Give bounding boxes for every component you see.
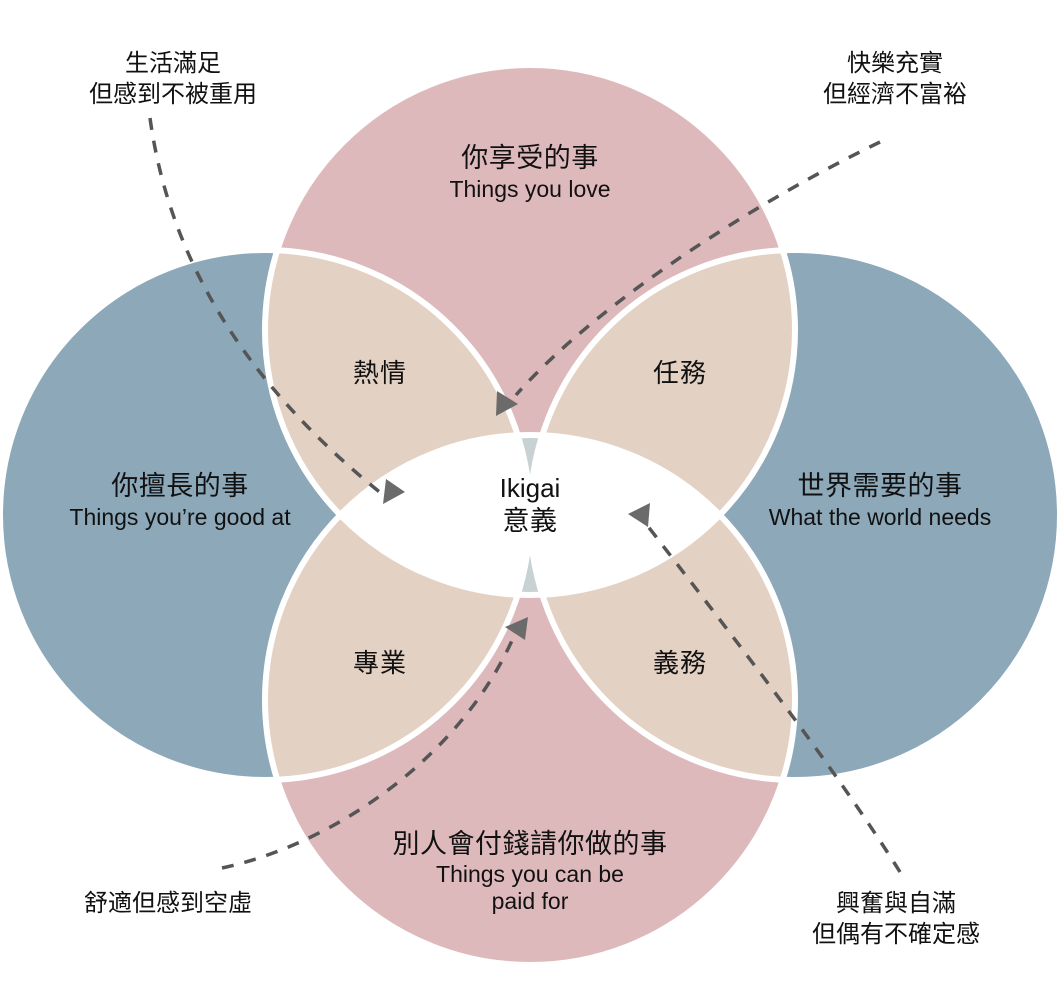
circle-outlines [0,62,1060,968]
circle-title-world-needs-cn: 世界需要的事 [797,471,963,501]
circle-title-paid-for-cn: 別人會付錢請你做的事 [392,829,668,859]
dash-line-top-right [514,140,881,397]
annotation-arrowheads [383,391,650,640]
lens-mission-shape [530,250,795,595]
lens-profession-shape [265,435,530,780]
note-bottom-left-line1: 舒適但感到空虛 [84,890,252,917]
dash-line-bottom-right [638,514,902,873]
outline-love [262,62,798,598]
note-top-left: 生活滿足 但感到不被重用 [38,48,308,110]
lens-vocation-shape [530,435,795,780]
arrowhead-top-left [383,479,405,504]
circle-title-world-needs-en: What the world needs [768,503,992,530]
note-top-left-line2: 但感到不被重用 [89,81,257,109]
center-label-ikigai-en: Ikigai [499,473,561,503]
note-bottom-right: 興奮與自滿 但偶有不確定感 [756,888,1036,950]
center-label-ikigai-cn: 意義 [502,505,558,536]
circle-title-paid-for: 別人會付錢請你做的事 Things you can be paid for [330,828,730,915]
lens-passion-shape [265,250,530,595]
circle-title-love-en: Things you love [449,175,611,202]
note-top-right-line2: 但經濟不富裕 [823,81,967,109]
lens-label-profession: 專業 [352,648,407,678]
annotation-lines [148,117,902,873]
arrowhead-top-right [496,391,518,416]
circle-title-good-at-en: Things you’re good at [69,503,291,530]
note-bottom-left: 舒適但感到空虛 [28,888,308,919]
arrowhead-bottom-left [505,617,528,640]
dash-line-bottom-left [221,635,516,870]
circle-title-love-cn: 你享受的事 [461,143,599,173]
dash-line-top-left [148,117,384,496]
note-top-left-line1: 生活滿足 [125,50,221,77]
note-bottom-right-line2: 但偶有不確定感 [812,921,980,949]
circle-title-paid-for-en-line1: Things you can be [436,860,624,887]
outline-world [527,247,1060,783]
center-label-ikigai: Ikigai 意義 [440,473,620,538]
circle-title-world-needs: 世界需要的事 What the world needs [755,470,1005,531]
note-bottom-right-line1: 興奮與自滿 [836,890,956,917]
lens-label-passion: 熱情 [352,358,407,388]
outline-paid [262,432,798,968]
circle-title-love: 你享受的事 Things you love [330,142,730,203]
circle-title-paid-for-en-line2: paid for [491,888,569,915]
note-top-right: 快樂充實 但經濟不富裕 [760,48,1030,110]
lens-overlaps [265,250,795,780]
note-top-right-line1: 快樂充實 [847,50,943,77]
circle-title-good-at-cn: 你擅長的事 [111,471,249,501]
circle-title-good-at: 你擅長的事 Things you’re good at [55,470,305,531]
arrowhead-bottom-right [628,503,650,527]
lens-label-mission: 任務 [652,358,707,388]
lens-label-vocation: 義務 [652,648,707,678]
